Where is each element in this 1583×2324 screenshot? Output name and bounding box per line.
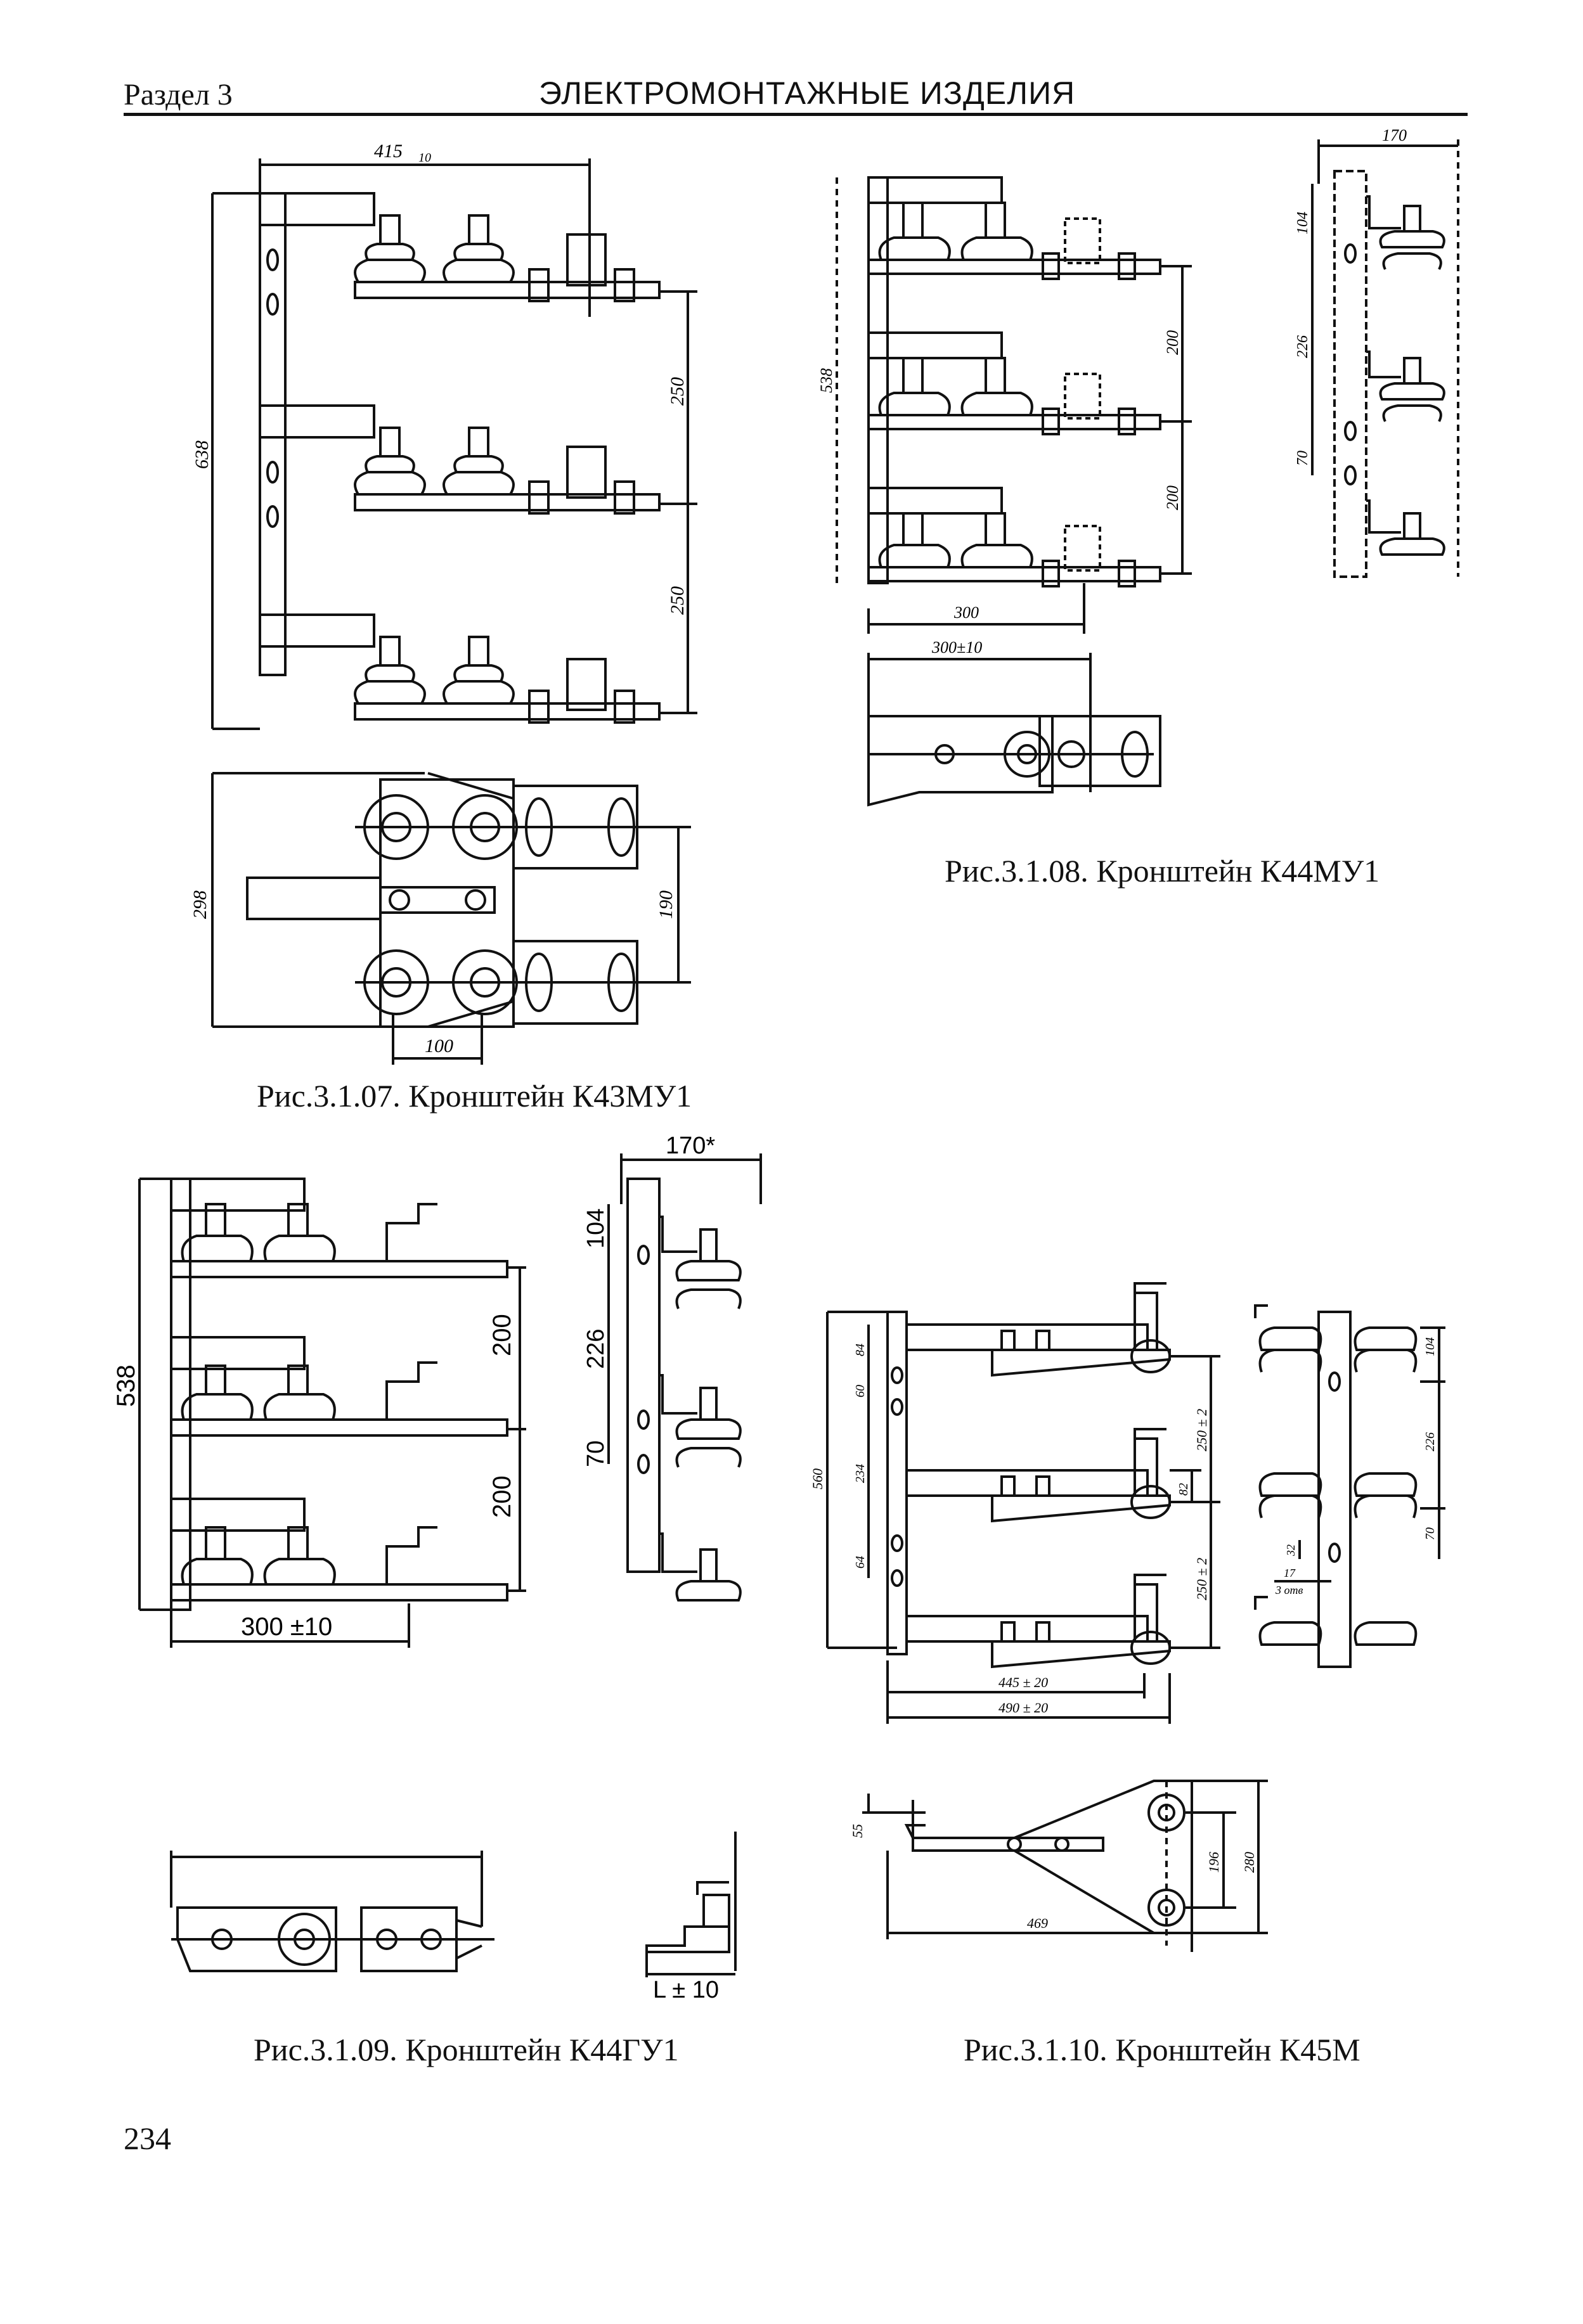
dim-k45-64: 64 xyxy=(853,1556,867,1569)
dim-k44mu-side-c: 70 xyxy=(1295,451,1311,466)
drawing-k44gu1-side: 170* 104 226 70 xyxy=(583,1133,762,1602)
dim-k43-plan-step: 190 xyxy=(656,890,676,919)
drawing-k45m-plan: 55 196 280 469 xyxy=(850,1780,1268,1952)
page-title: ЭЛЕКТРОМОНТАЖНЫЕ ИЗДЕЛИЯ xyxy=(539,75,1076,111)
dim-k45-height: 560 xyxy=(810,1468,825,1489)
dim-k45-32: 32 xyxy=(1284,1544,1297,1557)
drawing-k44gu1-front: 538 200 200 300 ±10 xyxy=(112,1178,526,1648)
dim-k45-side-c: 70 xyxy=(1423,1527,1437,1540)
dim-k43-height: 638 xyxy=(191,440,212,469)
dim-k43-width-tol: 10 xyxy=(418,151,431,165)
dim-k45-17: 17 xyxy=(1284,1567,1296,1579)
dim-k44mu-height: 538 xyxy=(817,368,836,393)
drawing-k43mu1-plan: 298 190 100 xyxy=(190,772,691,1065)
drawing-k44mu1-plan: 300±10 xyxy=(867,638,1161,807)
drawing-k45m-front: 560 84 60 234 64 250 ± 2 82 250 ± 2 445 … xyxy=(810,1282,1220,1724)
dim-k43-step1: 250 xyxy=(667,377,688,406)
dim-k45-60: 60 xyxy=(853,1385,867,1397)
dim-k44mu-side-a: 104 xyxy=(1295,212,1311,234)
dim-k44mu-side-width: 170 xyxy=(1382,126,1407,144)
dim-k45-plan-h1: 55 xyxy=(850,1824,865,1838)
drawing-k44gu1-plan xyxy=(170,1851,494,1972)
dim-k45-234: 234 xyxy=(853,1464,867,1483)
dim-k45-side-a: 104 xyxy=(1423,1337,1437,1356)
dim-k44gu-step1: 200 xyxy=(488,1314,516,1356)
dim-k43-plan-width: 100 xyxy=(425,1036,453,1056)
dim-k44mu-step1: 200 xyxy=(1163,330,1182,355)
dim-k44mu-width: 300 xyxy=(953,603,979,622)
dim-k43-width: 415 xyxy=(374,141,403,162)
dim-k45-holes: 3 отв xyxy=(1275,1584,1303,1596)
page-number: 234 xyxy=(124,2121,171,2156)
drawing-k44mu1-side: 170 104 226 70 xyxy=(1295,126,1459,578)
drawing-k45m-side: 104 226 70 32 17 3 отв xyxy=(1254,1304,1445,1668)
dim-k45-84: 84 xyxy=(853,1344,867,1356)
header-rule xyxy=(124,113,1468,116)
dim-k44gu-side-c: 70 xyxy=(583,1441,609,1467)
dim-k44gu-side-b: 226 xyxy=(583,1329,609,1369)
dim-k45-step1: 250 ± 2 xyxy=(1194,1409,1210,1451)
caption-fig-3-1-09: Рис.3.1.09. Кронштейн К44ГУ1 xyxy=(254,2032,679,2067)
dim-k44gu-step2: 200 xyxy=(488,1475,516,1518)
dim-k44gu-side-width: 170* xyxy=(666,1133,715,1159)
drawing-k43mu1-front: 415 10 638 250 250 xyxy=(191,141,697,730)
drawing-k44mu1-front: 538 200 200 300 xyxy=(817,176,1192,634)
dim-k45-side-b: 226 xyxy=(1423,1432,1437,1451)
dim-k44mu-plan-width: 300±10 xyxy=(931,638,982,657)
dim-k45-step2: 250 ± 2 xyxy=(1194,1558,1210,1600)
dim-k45-82: 82 xyxy=(1177,1483,1191,1496)
dim-k45-w2: 490 ± 20 xyxy=(998,1700,1048,1716)
dim-k44gu-side-a: 104 xyxy=(583,1209,609,1249)
dim-k44gu-width: 300 ±10 xyxy=(241,1613,332,1641)
dim-k44gu-plan-len: L ± 10 xyxy=(653,1977,719,2003)
drawing-k44gu1-end: L ± 10 xyxy=(645,1832,737,2003)
dim-k44mu-side-b: 226 xyxy=(1295,335,1311,358)
dim-k45-plan-h3: 280 xyxy=(1241,1852,1257,1873)
caption-fig-3-1-10: Рис.3.1.10. Кронштейн К45М xyxy=(964,2032,1360,2067)
section-label: Раздел 3 xyxy=(124,78,233,112)
dim-k44mu-step2: 200 xyxy=(1163,485,1182,510)
dim-k43-plan-height: 298 xyxy=(190,890,210,919)
dim-k45-plan-w: 469 xyxy=(1027,1915,1048,1931)
caption-fig-3-1-07: Рис.3.1.07. Кронштейн К43МУ1 xyxy=(257,1078,692,1114)
dim-k43-step2: 250 xyxy=(667,586,688,615)
dim-k45-w1: 445 ± 20 xyxy=(998,1674,1048,1690)
dim-k45-plan-h2: 196 xyxy=(1206,1852,1222,1873)
caption-fig-3-1-08: Рис.3.1.08. Кронштейн К44МУ1 xyxy=(945,853,1380,889)
dim-k44gu-height: 538 xyxy=(112,1364,140,1407)
